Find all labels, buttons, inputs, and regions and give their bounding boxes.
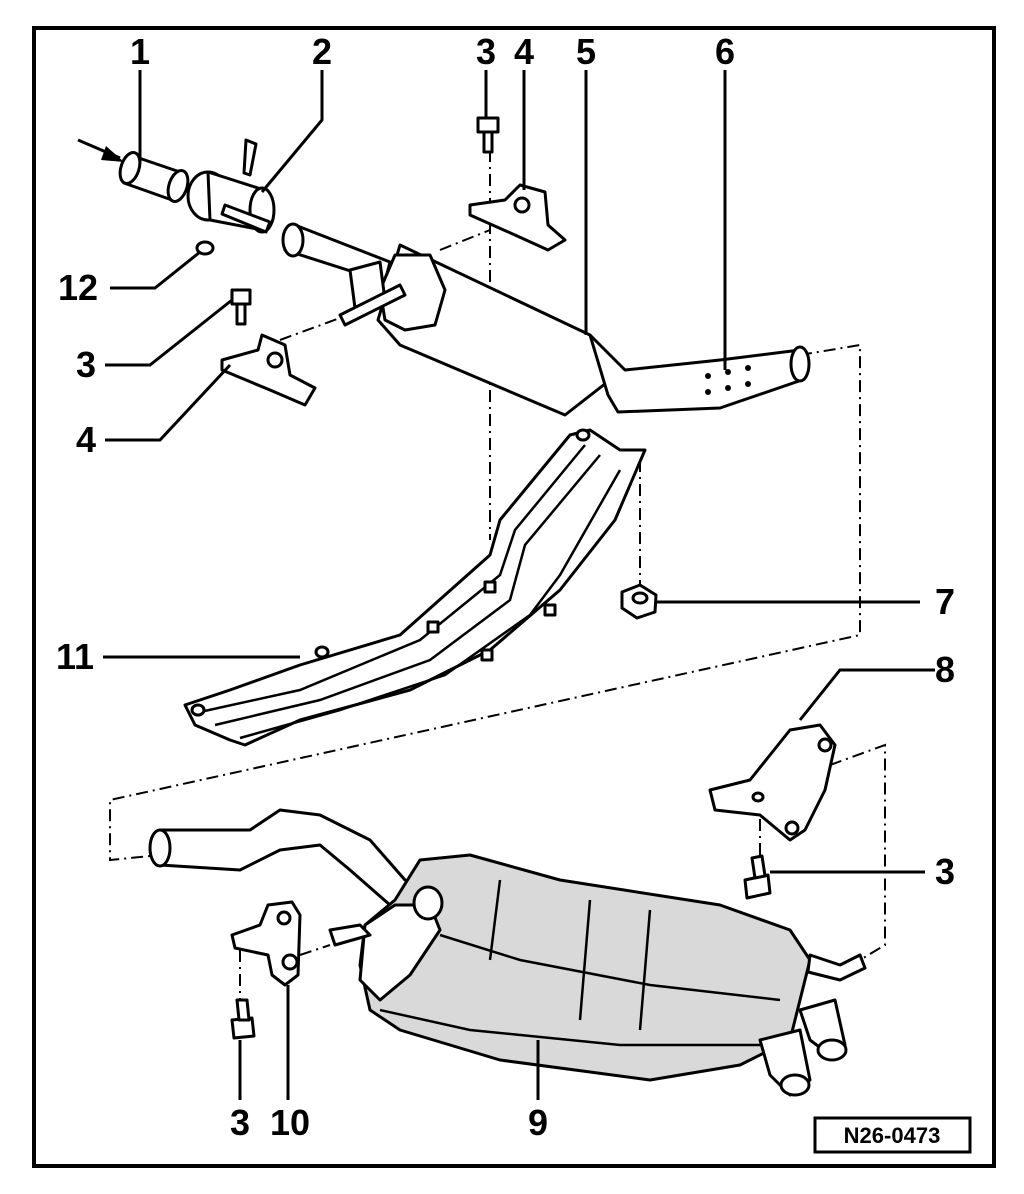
inlet-pipe xyxy=(77,138,190,203)
heat-shield xyxy=(183,428,647,747)
callout-3-left: 3 xyxy=(76,344,96,385)
upper-bracket xyxy=(468,116,567,252)
rear-hanger xyxy=(230,900,302,1040)
left-bracket xyxy=(220,288,317,407)
pipe-clamp xyxy=(186,138,276,256)
figure-reference-text: N26-0473 xyxy=(844,1123,941,1148)
callout-9: 9 xyxy=(528,1102,548,1143)
callout-3-bottom: 3 xyxy=(230,1102,250,1143)
front-silencer xyxy=(281,222,811,417)
callout-5: 5 xyxy=(576,31,596,72)
callout-10: 10 xyxy=(270,1102,310,1143)
callout-12: 12 xyxy=(58,267,98,308)
callout-labels: 1 2 3 4 5 6 12 3 4 7 11 8 3 3 10 9 xyxy=(56,31,955,1143)
hex-nut xyxy=(620,583,658,620)
leader-lines xyxy=(103,70,935,1100)
callout-3-top: 3 xyxy=(476,31,496,72)
callout-7: 7 xyxy=(935,581,955,622)
diagram-frame xyxy=(32,26,996,1168)
callout-6: 6 xyxy=(715,31,735,72)
callout-4-top: 4 xyxy=(514,31,534,72)
flow-arrow-icon xyxy=(101,146,124,162)
callout-8: 8 xyxy=(935,649,955,690)
figure-reference: N26-0473 xyxy=(813,1116,972,1154)
rear-bolt xyxy=(743,854,772,900)
rear-bracket xyxy=(708,723,837,842)
callout-4-left: 4 xyxy=(76,419,96,460)
callout-11: 11 xyxy=(56,636,94,677)
callout-2: 2 xyxy=(312,31,332,72)
callout-3-right: 3 xyxy=(935,851,955,892)
callout-1: 1 xyxy=(130,31,150,72)
rear-silencer xyxy=(148,808,867,1097)
